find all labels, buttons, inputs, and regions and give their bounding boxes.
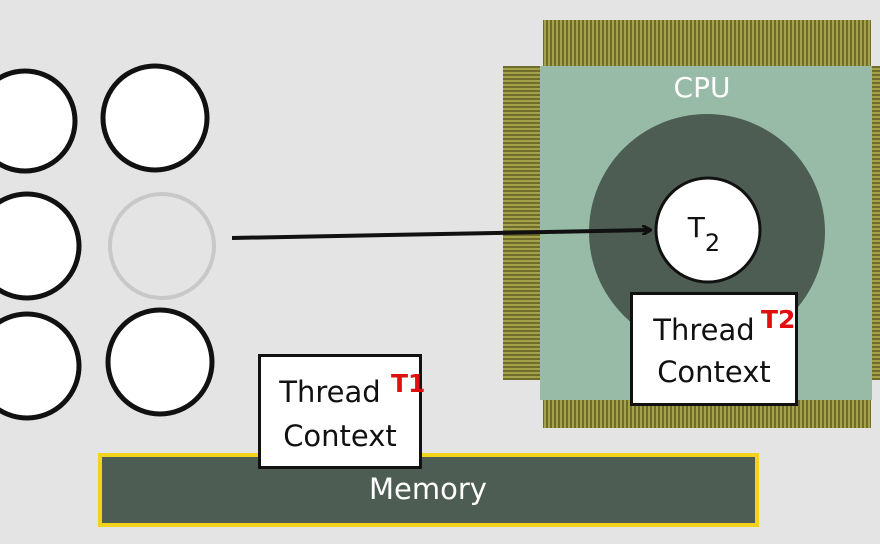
thread-circle <box>0 311 82 421</box>
context-tag-t2: T2 <box>761 305 796 334</box>
context-tag-t1: T1 <box>391 369 426 398</box>
context-label-line1: Thread <box>279 375 381 409</box>
running-thread-label: T2 <box>687 211 720 257</box>
context-label-line2: Context <box>657 355 771 389</box>
memory-block <box>98 453 759 527</box>
thread-context-t2: Thread T2 Context <box>630 292 798 406</box>
running-thread-circle <box>654 176 762 284</box>
thread-context-t1: Thread T1 Context <box>258 354 426 469</box>
memory-label: Memory <box>369 472 487 506</box>
cpu-pins-top <box>543 20 871 68</box>
cpu-pins-left <box>503 66 543 380</box>
cpu-label: CPU <box>674 71 731 104</box>
context-label-line1: Thread <box>653 313 755 347</box>
thread-circle <box>100 63 210 173</box>
context-label-line2: Context <box>283 419 397 453</box>
thread-circle <box>0 68 78 174</box>
running-thread-letter: T <box>687 211 706 244</box>
thread-circle <box>105 307 215 417</box>
running-thread-subscript: 2 <box>705 229 720 257</box>
schedule-arrow <box>231 230 650 240</box>
thread-circle <box>0 191 82 301</box>
empty-thread-slot <box>108 192 216 300</box>
